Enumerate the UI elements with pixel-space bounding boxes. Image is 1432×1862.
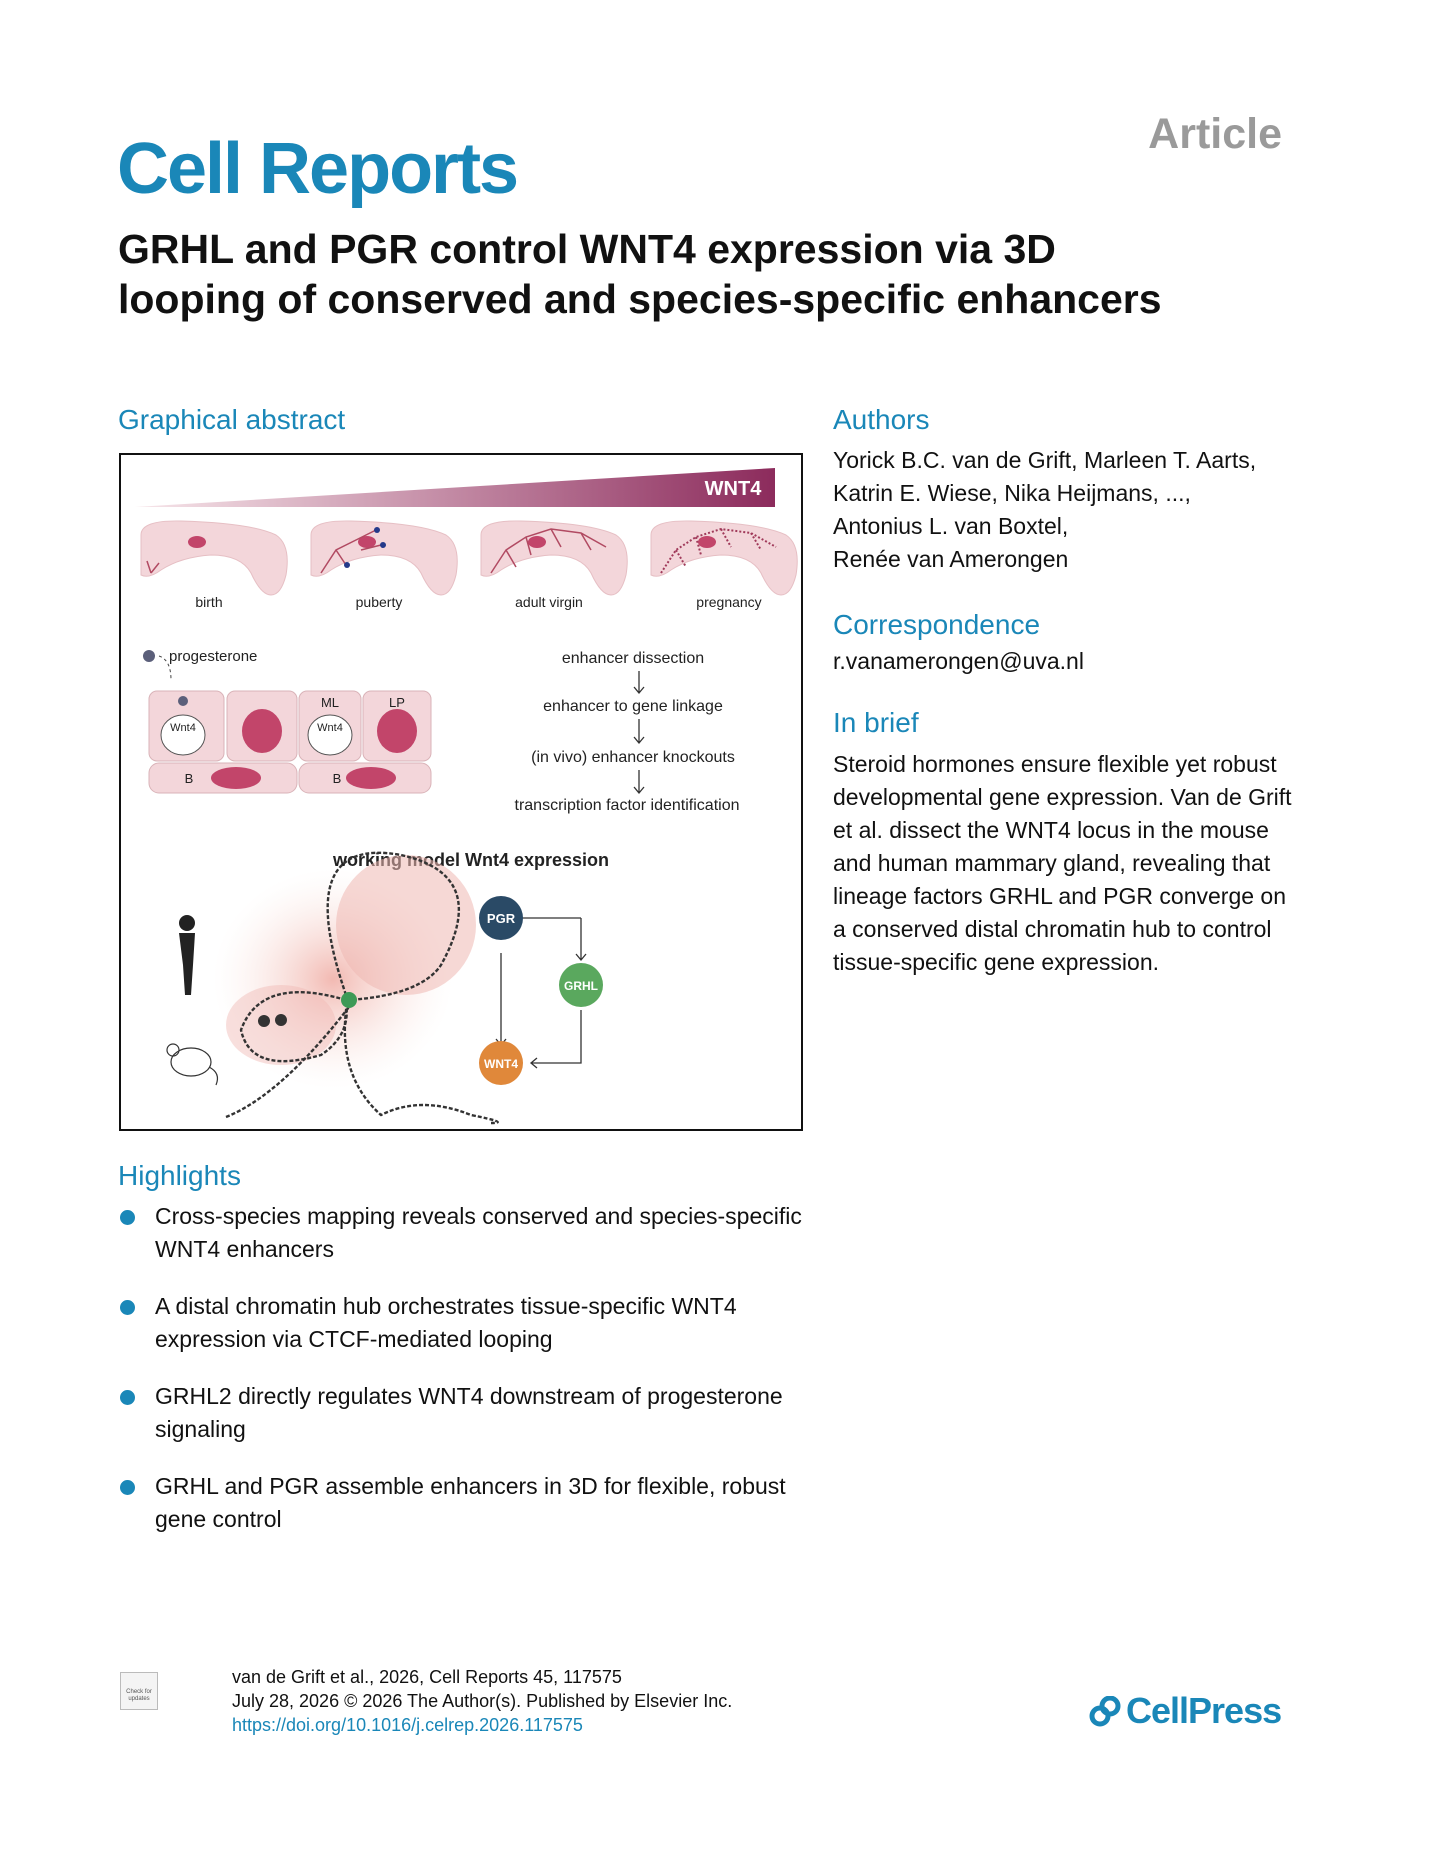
node-grhl [559, 963, 603, 1007]
publisher-logo: CellPress [1088, 1690, 1282, 1732]
svg-text:LP: LP [389, 695, 405, 710]
stage-adult-virgin: adult virgin [480, 520, 628, 610]
bullet-icon [120, 1300, 135, 1315]
stage-puberty: puberty [310, 520, 458, 610]
bullet-icon [120, 1390, 135, 1405]
publisher-name: CellPress [1126, 1690, 1282, 1731]
node-wnt4 [479, 1041, 523, 1085]
author-line: Katrin E. Wiese, Nika Heijmans, ..., [833, 480, 1191, 506]
highlight-item: GRHL2 directly regulates WNT4 downstream… [120, 1380, 820, 1446]
mouse-icon [166, 1043, 219, 1086]
doi-link[interactable]: https://doi.org/10.1016/j.celrep.2026.11… [232, 1715, 583, 1735]
stage-label-adult-virgin: adult virgin [515, 594, 583, 610]
wnt4-gradient-wedge [135, 468, 775, 507]
article-type-label: Article [1148, 110, 1282, 158]
highlight-item: Cross-species mapping reveals conserved … [120, 1200, 820, 1266]
in-brief-text: Steroid hormones ensure flexible yet rob… [833, 751, 1292, 975]
bullet-icon [120, 1480, 135, 1495]
journal-name: Cell Reports [117, 129, 519, 209]
workflow-step-3: (in vivo) enhancer knockouts [531, 749, 735, 766]
highlight-item: A distal chromatin hub orchestrates tiss… [120, 1290, 820, 1356]
cell-layer: Wnt4 Wnt4 ML LP B B [148, 690, 432, 794]
node-pgr [479, 896, 523, 940]
graphical-abstract-svg: WNT4 birth puberty adult virgin pregnanc… [135, 468, 798, 1125]
chromatin-loop [225, 851, 499, 1125]
citation-line: July 28, 2026 © 2026 The Author(s). Publ… [232, 1691, 733, 1711]
stage-label-birth: birth [195, 594, 222, 610]
svg-text:WNT4: WNT4 [484, 1057, 518, 1071]
woman-silhouette-icon [179, 915, 195, 995]
svg-text:GRHL: GRHL [564, 979, 598, 993]
check-for-updates-badge[interactable]: Check for updates [120, 1672, 158, 1710]
svg-text:Wnt4: Wnt4 [317, 722, 343, 734]
author-line: Yorick B.C. van de Grift, Marleen T. Aar… [833, 447, 1257, 473]
highlights-list: Cross-species mapping reveals conserved … [120, 1200, 820, 1560]
article-title: GRHL and PGR control WNT4 expression via… [118, 226, 1162, 322]
workflow-steps: enhancer dissection enhancer to gene lin… [515, 650, 740, 814]
correspondence-email[interactable]: r.vanamerongen@uva.nl [833, 648, 1084, 674]
highlight-item: GRHL and PGR assemble enhancers in 3D fo… [120, 1470, 820, 1536]
citation-line: van de Grift et al., 2026, Cell Reports … [232, 1667, 622, 1687]
stage-label-puberty: puberty [356, 594, 403, 610]
stage-birth: birth [140, 520, 288, 610]
svg-text:PGR: PGR [487, 911, 516, 926]
svg-text:ML: ML [321, 695, 339, 710]
in-brief-heading: In brief [833, 707, 919, 738]
authors-heading: Authors [833, 404, 930, 435]
stage-label-pregnancy: pregnancy [696, 594, 761, 610]
authors-list: Yorick B.C. van de Grift, Marleen T. Aar… [833, 444, 1303, 576]
workflow-step-1: enhancer dissection [562, 650, 704, 667]
workflow-step-2: enhancer to gene linkage [543, 698, 723, 715]
footer-citation: van de Grift et al., 2026, Cell Reports … [232, 1665, 732, 1737]
svg-text:Wnt4: Wnt4 [170, 722, 196, 734]
progesterone-label: progesterone [169, 648, 257, 665]
highlights-heading: Highlights [118, 1160, 241, 1191]
cellpress-logo-icon [1089, 1696, 1121, 1727]
graphical-abstract-heading: Graphical abstract [118, 404, 346, 435]
bullet-icon [120, 1210, 135, 1225]
svg-text:B: B [185, 771, 194, 786]
wnt4-gradient-label: WNT4 [705, 478, 763, 500]
author-line: Renée van Amerongen [833, 546, 1069, 572]
stage-pregnancy: pregnancy [650, 520, 798, 610]
workflow-step-4: transcription factor identification [515, 797, 740, 814]
graphical-abstract-figure: WNT4 birth puberty adult virgin pregnanc… [119, 453, 803, 1131]
svg-text:B: B [333, 771, 342, 786]
author-line: Antonius L. van Boxtel, [833, 513, 1069, 539]
correspondence-heading: Correspondence [833, 609, 1041, 640]
